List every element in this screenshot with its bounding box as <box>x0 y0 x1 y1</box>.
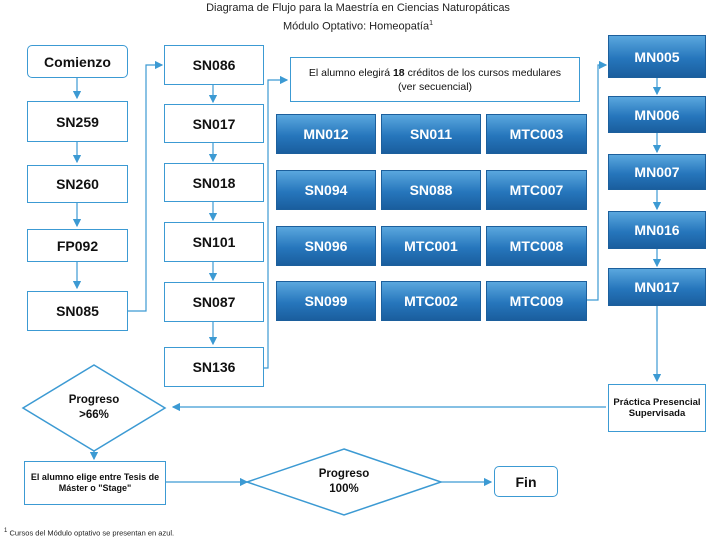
elective-sn096: SN096 <box>276 226 376 266</box>
course-sn136: SN136 <box>164 347 264 387</box>
course-sn260: SN260 <box>27 165 128 203</box>
elective-sn011: SN011 <box>381 114 481 154</box>
elective-sn099: SN099 <box>276 281 376 321</box>
elective-mtc009: MTC009 <box>486 281 587 321</box>
elective-sn088: SN088 <box>381 170 481 210</box>
course-mn005: MN005 <box>608 35 706 78</box>
decision1-shape <box>21 364 167 452</box>
footnote-text: Cursos del Módulo optativo se presentan … <box>9 528 175 538</box>
electives-note-text: El alumno elegirá 18 créditos de los cur… <box>308 66 562 93</box>
course-mn006: MN006 <box>608 96 706 133</box>
subtitle-text: Módulo Optativo: Homeopatía <box>282 20 430 33</box>
elective-mn012: MN012 <box>276 114 376 154</box>
course-sn259: SN259 <box>27 101 128 142</box>
diagram-subtitle: Módulo Optativo: Homeopatía1 <box>0 17 716 34</box>
course-sn101: SN101 <box>164 222 264 262</box>
practica-box: Práctica Presencial Supervisada <box>608 384 706 432</box>
course-mn007: MN007 <box>608 154 706 190</box>
course-sn087: SN087 <box>164 282 264 322</box>
course-fp092: FP092 <box>27 229 128 262</box>
elective-mtc008: MTC008 <box>486 226 587 266</box>
footnote-marker: 1 <box>429 20 434 27</box>
elective-mtc002: MTC002 <box>381 281 481 321</box>
electives-note: El alumno elegirá 18 créditos de los cur… <box>290 57 580 102</box>
choice-box: El alumno elige entre Tesis de Máster o … <box>24 461 166 505</box>
decision2-label: Progreso 100% <box>318 468 370 495</box>
decision2-shape <box>244 448 444 516</box>
elective-sn094: SN094 <box>276 170 376 210</box>
course-sn085: SN085 <box>27 291 128 331</box>
decision1-label: Progreso >66% <box>68 394 120 421</box>
elective-mtc007: MTC007 <box>486 170 587 210</box>
course-sn018: SN018 <box>164 163 264 202</box>
end-node: Fin <box>494 466 558 497</box>
start-node: Comienzo <box>27 45 128 78</box>
diagram-title: Diagrama de Flujo para la Maestría en Ci… <box>206 2 510 14</box>
elective-mtc001: MTC001 <box>381 226 481 266</box>
elective-mtc003: MTC003 <box>486 114 587 154</box>
course-mn017: MN017 <box>608 268 706 306</box>
course-sn086: SN086 <box>164 45 264 85</box>
footnote: 1 Cursos del Módulo optativo se presenta… <box>4 528 174 538</box>
course-mn016: MN016 <box>608 211 706 249</box>
course-sn017: SN017 <box>164 104 264 143</box>
footnote-number: 1 <box>4 528 8 534</box>
